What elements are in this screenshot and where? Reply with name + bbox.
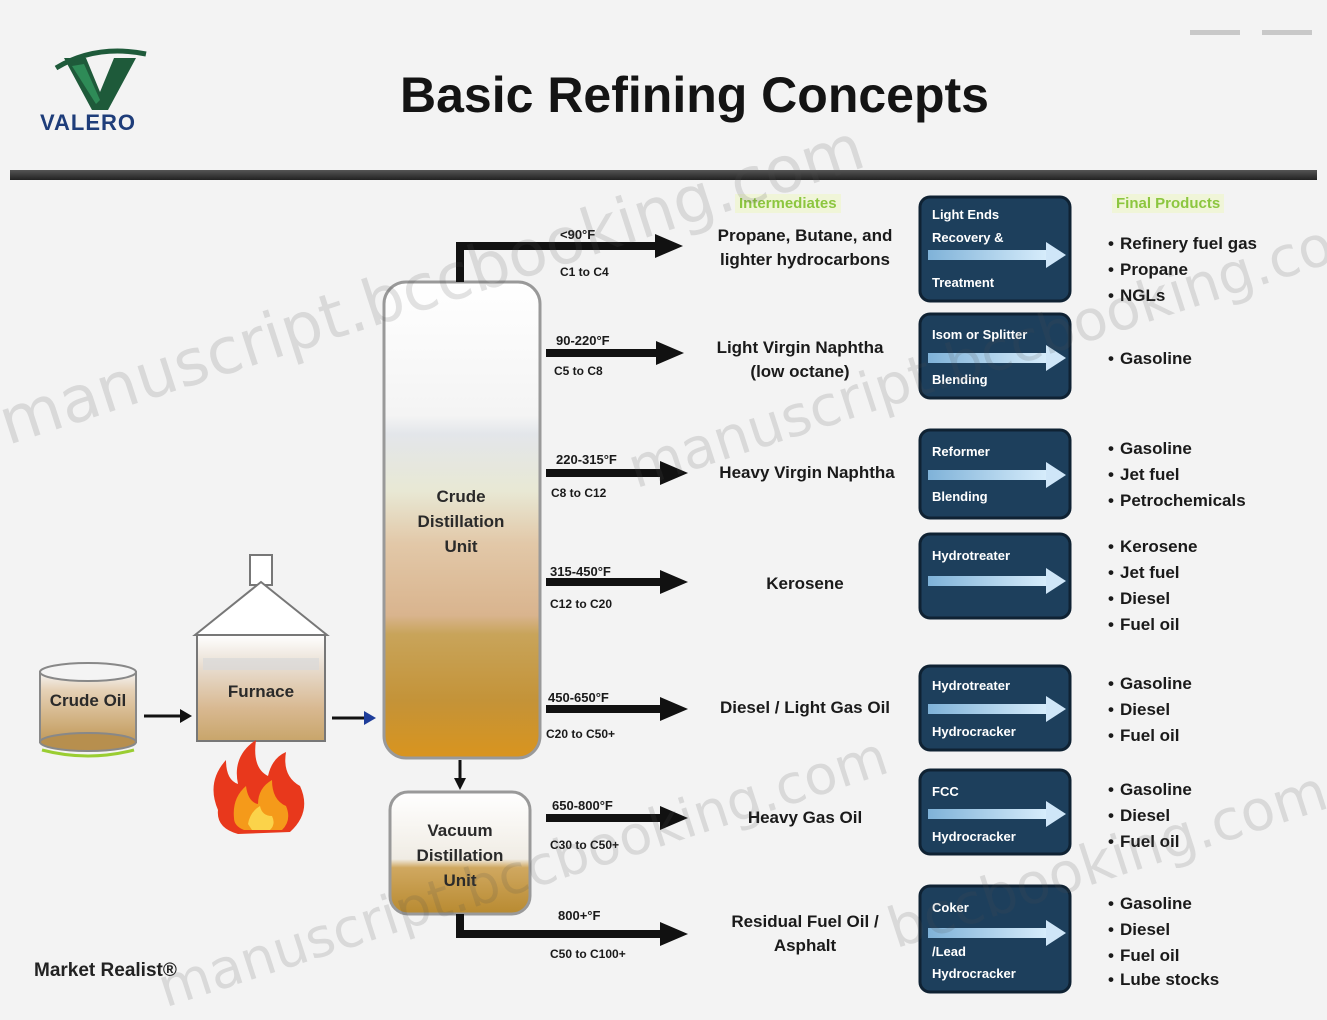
stream-carbon-range: C8 to C12 — [551, 486, 607, 500]
final-product: •Gasoline — [1108, 894, 1192, 913]
crude-oil-tank — [39, 662, 137, 758]
logo-text: VALERO — [40, 110, 137, 135]
processing-unit-boxes — [918, 195, 1072, 994]
stream-temp: <90°F — [560, 227, 596, 242]
stream-temp: 800+°F — [558, 908, 601, 923]
unit-label: FCC — [932, 784, 959, 799]
stream-carbon-range: C12 to C20 — [550, 597, 613, 611]
final-products-list: •Gasoline •Diesel •Fuel oil — [1108, 777, 1192, 855]
final-product: •Fuel oil — [1108, 615, 1180, 634]
final-product: •Diesel — [1108, 806, 1171, 825]
intermediate-product: Heavy Gas Oil — [747, 808, 863, 827]
final-products-list: •Gasoline •Diesel •Fuel oil •Lube stocks — [1108, 891, 1219, 991]
valero-logo: VALERO — [36, 44, 166, 140]
source-credit: Market Realist® — [34, 960, 177, 981]
furnace — [192, 554, 330, 742]
final-product: •Petrochemicals — [1108, 491, 1246, 510]
final-product: •Propane — [1108, 260, 1189, 279]
crude-oil-label: Crude Oil — [49, 691, 127, 710]
stream-temp: 90-220°F — [556, 333, 610, 348]
unit-label: /Lead — [932, 944, 966, 959]
unit-label: Hydrocracker — [932, 724, 1016, 739]
intermediate-product: Residual Fuel Oil / Asphalt — [731, 912, 879, 955]
final-product: •Jet fuel — [1108, 563, 1180, 582]
final-product: •Refinery fuel gas — [1108, 234, 1257, 253]
final-product: •Lube stocks — [1108, 970, 1220, 989]
final-product: •Fuel oil — [1108, 946, 1180, 965]
intermediates-header: Intermediates — [735, 194, 841, 213]
unit-label: Isom or Splitter — [932, 327, 1028, 342]
unit-label: Blending — [932, 489, 988, 504]
stream-carbon-range: C50 to C100+ — [550, 947, 626, 961]
unit-label: Recovery & — [932, 230, 1004, 245]
vdu-label: Vacuum Distillation Unit — [416, 821, 504, 890]
intermediate-product: Kerosene — [766, 574, 844, 593]
unit-label: Light Ends — [932, 207, 1000, 222]
unit-label: Hydrocracker — [932, 829, 1016, 844]
unit-label: Hydrotreater — [932, 678, 1011, 693]
stream-temp: 450-650°F — [548, 690, 609, 705]
top-takeoff-pipe — [456, 234, 683, 282]
cdu-to-vdu-arrow — [454, 760, 466, 790]
header-decoration — [1262, 30, 1312, 35]
process-flow-diagram — [39, 195, 1072, 994]
final-products-list: •Refinery fuel gas •Propane •NGLs — [1108, 231, 1257, 309]
stream-carbon-range: C30 to C50+ — [550, 838, 620, 852]
final-product: •Diesel — [1108, 589, 1171, 608]
valero-v-icon — [54, 48, 147, 110]
final-products-list: •Gasoline — [1108, 346, 1192, 372]
cdu-label: Crude Distillation Unit — [417, 487, 505, 556]
final-product: •Gasoline — [1108, 349, 1192, 368]
stream-temp: 650-800°F — [552, 798, 613, 813]
final-product: •NGLs — [1108, 286, 1166, 305]
final-products-list: •Gasoline •Jet fuel •Petrochemicals — [1108, 436, 1246, 514]
stream-carbon-range: C5 to C8 — [554, 364, 603, 378]
final-products-list: •Kerosene •Jet fuel •Diesel •Fuel oil — [1108, 534, 1197, 638]
unit-label: Coker — [932, 900, 969, 915]
unit-label: Hydrocracker — [932, 966, 1016, 981]
final-product: •Fuel oil — [1108, 832, 1180, 851]
final-product: •Diesel — [1108, 700, 1171, 719]
intermediate-product: Light Virgin Naphtha (low octane) — [716, 338, 884, 381]
final-product: •Kerosene — [1108, 537, 1198, 556]
final-product: •Diesel — [1108, 920, 1171, 939]
unit-label: Blending — [932, 372, 988, 387]
intermediate-product: Diesel / Light Gas Oil — [719, 698, 891, 717]
side-draw-arrows — [546, 341, 688, 830]
final-product: •Gasoline — [1108, 780, 1192, 799]
final-product: •Gasoline — [1108, 674, 1192, 693]
unit-label: Reformer — [932, 444, 990, 459]
stream-carbon-range: C20 to C50+ — [546, 727, 616, 741]
flame-icon — [213, 740, 305, 834]
intermediate-product: Heavy Virgin Naphtha — [719, 463, 895, 482]
furnace-label: Furnace — [227, 682, 295, 701]
stream-temp: 220-315°F — [556, 452, 617, 467]
final-product: •Fuel oil — [1108, 726, 1180, 745]
header-decoration — [1190, 30, 1240, 35]
unit-label: Treatment — [932, 275, 995, 290]
final-product: •Jet fuel — [1108, 465, 1180, 484]
feed-arrows — [144, 709, 376, 725]
header-rule — [10, 170, 1317, 180]
unit-label: Hydrotreater — [932, 548, 1011, 563]
final-products-list: •Gasoline •Diesel •Fuel oil — [1108, 671, 1192, 749]
stream-carbon-range: C1 to C4 — [560, 265, 609, 279]
final-products-header: Final Products — [1112, 194, 1225, 213]
page-title: Basic Refining Concepts — [400, 67, 989, 123]
intermediate-product: Propane, Butane, and lighter hydrocarbon… — [717, 226, 893, 269]
stream-temp: 315-450°F — [550, 564, 611, 579]
final-product: •Gasoline — [1108, 439, 1192, 458]
bottom-residue-pipe — [456, 914, 688, 946]
